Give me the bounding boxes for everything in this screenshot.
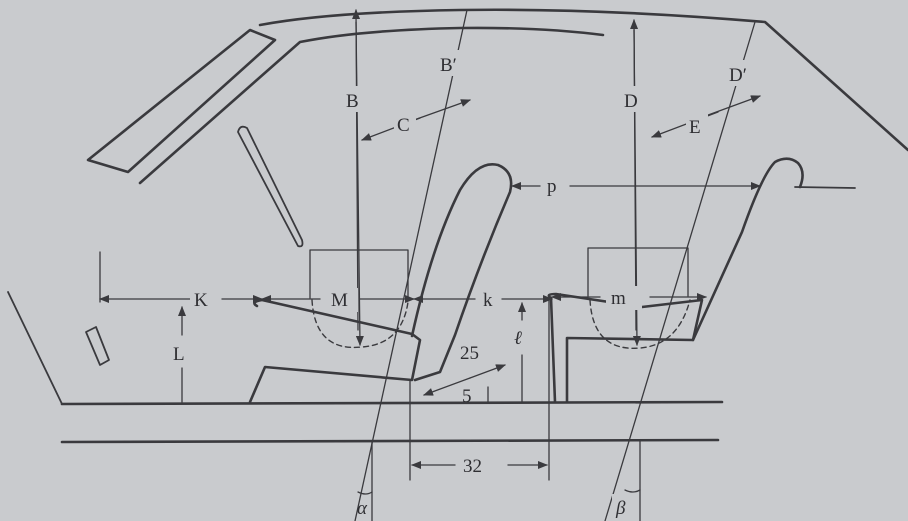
label-K: K bbox=[194, 290, 208, 311]
dimension-32 bbox=[409, 294, 550, 481]
label-E: E bbox=[689, 117, 701, 138]
label-p: p bbox=[547, 176, 557, 197]
label-M: M bbox=[331, 290, 348, 311]
rear-seat bbox=[547, 157, 804, 404]
label-B-prime: B′ bbox=[440, 55, 457, 76]
dimension-K-M-k-m bbox=[99, 251, 707, 303]
label-alpha: α bbox=[357, 498, 368, 519]
label-m: m bbox=[611, 288, 626, 309]
label-C: C bbox=[397, 115, 410, 136]
label-32: 32 bbox=[463, 456, 482, 477]
label-l: ℓ bbox=[514, 328, 522, 349]
label-D: D bbox=[624, 91, 638, 112]
rear-head-box bbox=[587, 247, 691, 349]
angle-beta-marker bbox=[624, 439, 641, 521]
dimension-D-prime-line bbox=[604, 21, 756, 521]
dimension-25 bbox=[423, 364, 506, 396]
label-beta: β bbox=[615, 498, 626, 519]
pedal bbox=[85, 326, 110, 366]
label-D-prime: D′ bbox=[729, 65, 747, 86]
car-body-outline bbox=[7, 8, 908, 444]
label-B: B bbox=[346, 91, 359, 112]
label-25: 25 bbox=[460, 343, 479, 364]
dimension-B bbox=[352, 9, 364, 346]
angle-alpha-marker bbox=[357, 441, 373, 521]
dimension-B-prime-line bbox=[354, 9, 468, 521]
label-L: L bbox=[173, 344, 185, 365]
label-5: 5 bbox=[462, 386, 472, 407]
label-k: k bbox=[483, 290, 493, 311]
front-seat bbox=[248, 163, 513, 404]
grab-bar bbox=[237, 125, 304, 248]
